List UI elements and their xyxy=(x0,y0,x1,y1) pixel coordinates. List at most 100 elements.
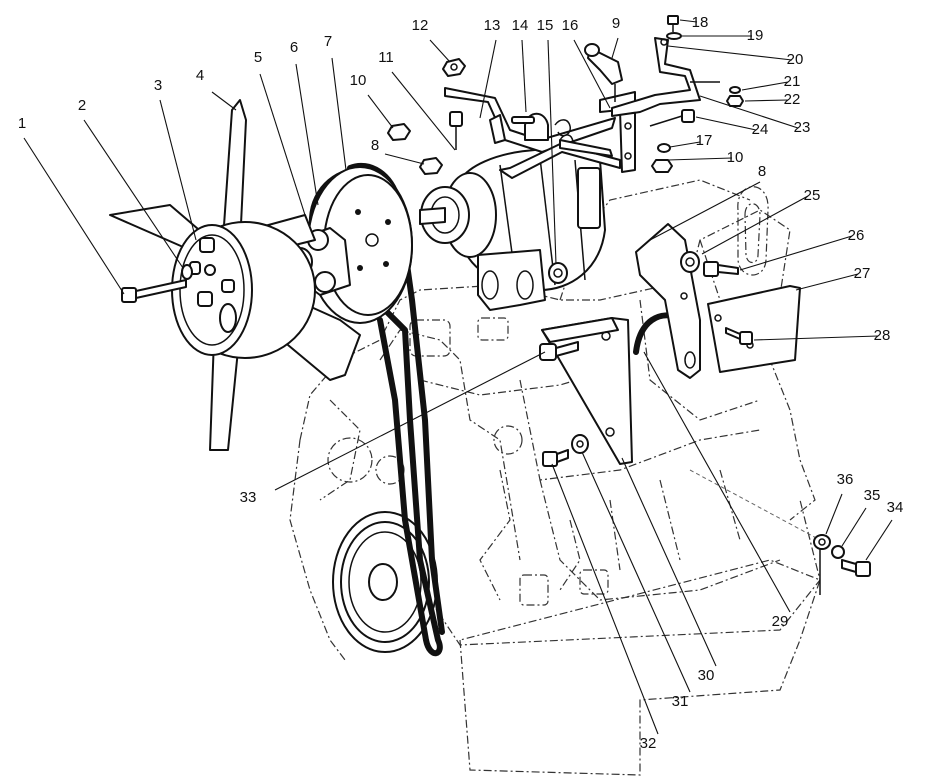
callout-label-15: 15 xyxy=(537,17,554,34)
leader-line-31 xyxy=(643,351,791,613)
callout-label-33: 31 xyxy=(672,693,689,710)
leader-line-22 xyxy=(667,45,793,61)
callout-label-27: 25 xyxy=(804,187,821,204)
nut-15 xyxy=(548,262,568,284)
callout-label-14: 14 xyxy=(512,17,529,34)
bolt-24 xyxy=(649,109,695,127)
nut-8-left xyxy=(419,157,443,175)
leader-line-1 xyxy=(23,137,125,295)
engine-block xyxy=(289,179,821,776)
leader-line-20 xyxy=(679,19,698,23)
callout-label-10: 10 xyxy=(350,72,367,89)
fitting-9 xyxy=(584,43,623,102)
callout-label-35: 33 xyxy=(240,489,257,506)
fan-washer xyxy=(181,264,193,280)
leader-line-3 xyxy=(159,99,197,241)
callout-label-2: 2 xyxy=(78,97,86,114)
callout-label-21: 19 xyxy=(747,27,764,44)
callout-label-17: 10 xyxy=(727,149,744,166)
callout-label-5: 5 xyxy=(254,49,262,66)
bolt-34 xyxy=(841,559,871,577)
leader-line-26 xyxy=(695,116,757,131)
leader-lines xyxy=(23,19,893,735)
leader-line-7 xyxy=(331,57,347,171)
callout-label-16: 16 xyxy=(562,17,579,34)
leader-line-33 xyxy=(581,451,691,693)
bolt-33 xyxy=(539,341,579,361)
stud-11 xyxy=(449,111,463,150)
nut-12 xyxy=(442,58,466,77)
callout-label-26: 24 xyxy=(752,121,769,138)
callout-label-8: 8 xyxy=(371,137,379,154)
callout-label-7: 7 xyxy=(324,33,332,50)
leader-line-12 xyxy=(429,39,451,63)
callout-label-31: 29 xyxy=(772,613,789,630)
leader-line-35 xyxy=(274,351,546,491)
leader-line-4 xyxy=(211,91,237,111)
callout-label-30: 28 xyxy=(874,327,891,344)
adjusting-bracket xyxy=(444,87,621,179)
leader-line-5 xyxy=(259,73,306,216)
callout-label-18: 8 xyxy=(758,163,766,180)
leader-line-23 xyxy=(741,81,789,91)
leader-line-27 xyxy=(701,195,809,255)
leader-line-37 xyxy=(841,507,867,547)
leader-line-28 xyxy=(739,235,853,271)
bolt-32 xyxy=(542,449,569,467)
leader-line-36 xyxy=(865,519,893,561)
leader-line-14 xyxy=(521,39,527,113)
callout-label-34: 32 xyxy=(640,735,657,752)
nut-22 xyxy=(726,95,744,107)
callout-label-32: 30 xyxy=(698,667,715,684)
washer-31 xyxy=(571,434,589,454)
washer-25 xyxy=(680,251,700,273)
callout-label-37: 35 xyxy=(864,487,881,504)
screw-18 xyxy=(667,15,679,32)
callout-label-22: 20 xyxy=(787,51,804,68)
callout-label-20: 18 xyxy=(692,14,709,31)
leader-line-29 xyxy=(795,273,859,291)
nut-10-left xyxy=(387,123,411,141)
leader-line-19 xyxy=(669,141,701,148)
leader-line-38 xyxy=(825,493,843,535)
callout-label-24: 22 xyxy=(784,91,801,108)
washer-21 xyxy=(729,86,741,94)
leader-line-17 xyxy=(667,157,733,161)
callout-label-1: 1 xyxy=(18,115,26,132)
washer-19 xyxy=(666,32,682,40)
washer-17 xyxy=(657,143,671,153)
callout-label-6: 6 xyxy=(290,39,298,56)
callout-label-28: 26 xyxy=(848,227,865,244)
leader-line-6 xyxy=(295,63,319,206)
fan-hub xyxy=(171,224,253,356)
fan-bolt xyxy=(121,279,187,303)
leader-line-24 xyxy=(744,99,789,102)
leader-line-13 xyxy=(479,39,497,119)
leader-line-2 xyxy=(83,119,184,269)
callout-label-19: 17 xyxy=(696,132,713,149)
leader-line-11 xyxy=(391,71,456,151)
leader-line-10 xyxy=(367,94,394,129)
callout-label-13: 13 xyxy=(484,17,501,34)
leader-line-30 xyxy=(753,335,879,341)
ring-terminal-36 xyxy=(813,534,831,550)
shield-plate xyxy=(707,285,801,373)
leader-line-15 xyxy=(547,39,557,265)
callout-label-11: 11 xyxy=(378,49,394,66)
nut-10-right xyxy=(651,159,673,173)
callout-label-3: 3 xyxy=(154,77,162,94)
callout-label-38: 36 xyxy=(837,471,854,488)
leader-line-16 xyxy=(573,39,611,109)
callout-label-12: 12 xyxy=(412,17,429,34)
callout-label-23: 21 xyxy=(784,73,801,90)
callout-label-9: 9 xyxy=(612,15,620,32)
leader-line-32 xyxy=(621,457,717,667)
callout-label-36: 34 xyxy=(887,499,904,516)
leader-line-25 xyxy=(699,95,799,129)
throttle-bracket xyxy=(611,37,720,117)
callout-label-29: 27 xyxy=(854,265,871,282)
bolt-26 xyxy=(703,261,739,277)
callout-label-4: 4 xyxy=(196,67,204,84)
